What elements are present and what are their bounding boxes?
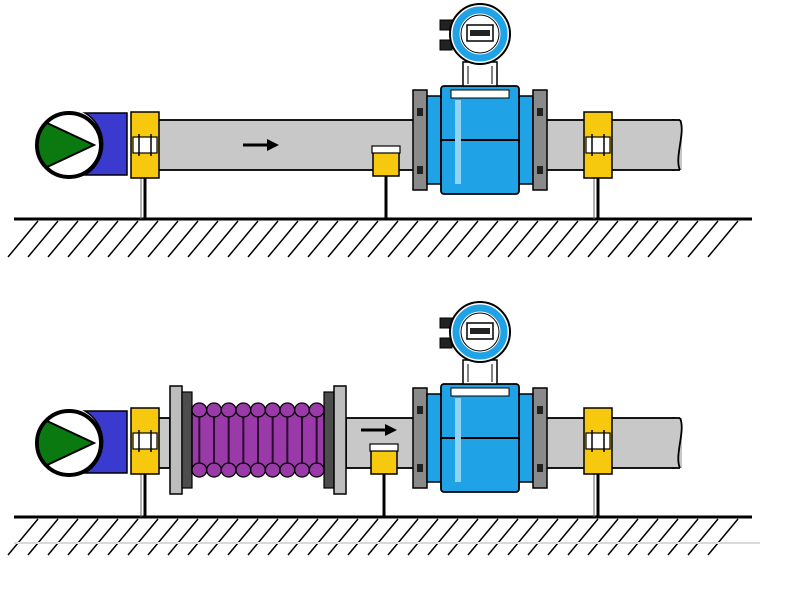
pipe-open-end [672, 119, 683, 171]
pump-outlet [82, 410, 128, 474]
expansion-compensator-icon [169, 385, 347, 495]
support-band [371, 145, 401, 154]
flowmeter-flange-right [532, 387, 548, 489]
ground-hatching [7, 518, 739, 556]
pipe-support-clamp-icon [369, 443, 399, 517]
flowmeter-flange-left [412, 89, 428, 191]
transmitter-bezel [452, 6, 508, 62]
clamp-band [585, 136, 611, 154]
flow-direction-arrow-icon [243, 139, 279, 151]
pump-icon [35, 409, 128, 477]
clamp-band [132, 432, 158, 450]
transmitter-bezel [452, 304, 508, 360]
flowmeter-flange-right [532, 89, 548, 191]
pump-rotor [36, 419, 97, 467]
flow-direction-arrow-icon [361, 424, 397, 436]
compensator-flange-right [333, 385, 347, 495]
pipe-support-clamp-icon [583, 111, 613, 219]
diagram-rigid-pipe [7, 3, 752, 258]
clamp-band [585, 432, 611, 450]
pump-rotor [36, 121, 97, 169]
pipe-open-end [672, 417, 683, 469]
clamp-band [132, 136, 158, 154]
pipe-support-clamp-icon [130, 407, 160, 517]
ground-floor [7, 515, 752, 556]
pump-icon [35, 111, 128, 179]
support-band [369, 443, 399, 452]
pipe-support-clamp-icon [583, 407, 613, 517]
flowmeter-neck [462, 61, 498, 87]
ground-floor [7, 217, 752, 258]
pipe-support-clamp-icon [130, 111, 160, 219]
electromagnetic-flowmeter-icon [412, 301, 548, 493]
pipe-support-clamp-icon [371, 145, 401, 219]
pump-outlet [82, 112, 128, 176]
electromagnetic-flowmeter-icon [412, 3, 548, 195]
ground-hatching [7, 220, 739, 258]
flowmeter-flange-left [412, 387, 428, 489]
compensator-flange-left [169, 385, 183, 495]
diagram-with-compensator [7, 301, 752, 556]
